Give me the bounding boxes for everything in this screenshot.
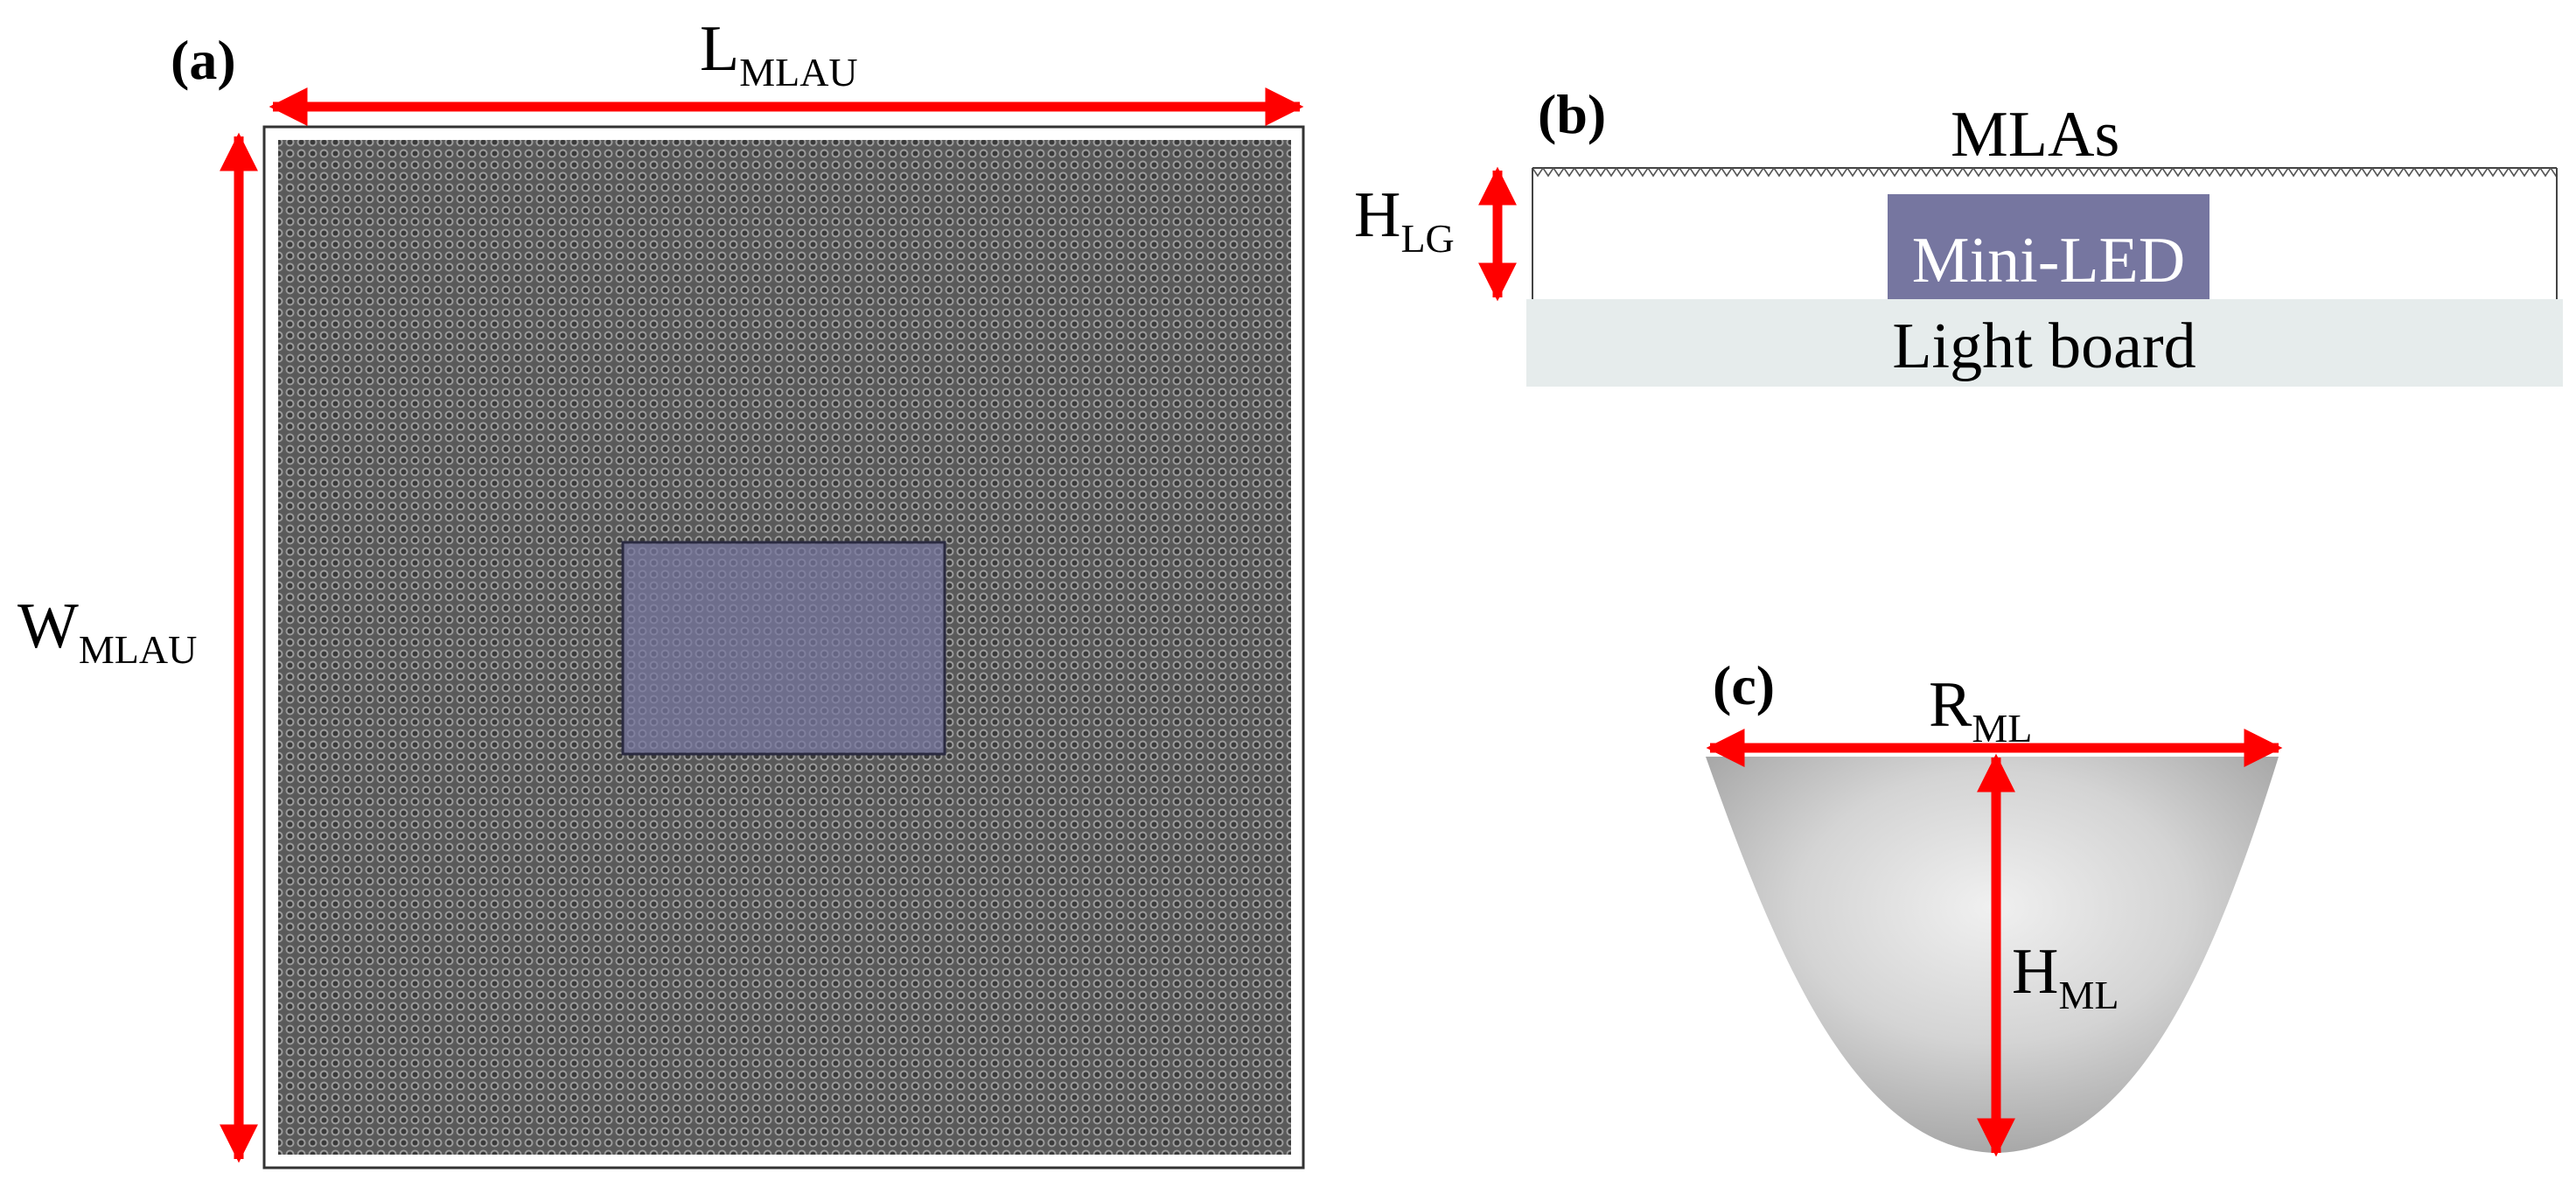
panel-a-label: (a)	[171, 29, 236, 91]
mla-label: MLAs	[1951, 99, 2119, 171]
mla-surface	[1532, 168, 2557, 178]
light-board-label: Light board	[1892, 311, 2196, 382]
panel-c-label: (c)	[1713, 654, 1775, 716]
mini-led	[1888, 194, 2209, 299]
mini-led-top-view	[621, 541, 946, 756]
width-dimension-label: WMLAU	[17, 590, 197, 672]
radius-dimension-label: RML	[1929, 669, 2032, 751]
panel-c: (c) RML HML	[1706, 654, 2283, 1157]
panel-a: (a) LMLAU WMLAU	[17, 13, 1305, 1170]
mini-led-label: Mini-LED	[1912, 225, 2185, 297]
lens-height-label: HML	[2012, 936, 2119, 1017]
light-board	[1526, 299, 2563, 387]
light-guide-height-label: HLG	[1354, 179, 1455, 261]
length-dimension-label: LMLAU	[700, 13, 858, 94]
panel-b: (b) MLAs Light board Mini-LED HLG	[1354, 83, 2563, 387]
panel-b-label: (b)	[1538, 83, 1606, 145]
